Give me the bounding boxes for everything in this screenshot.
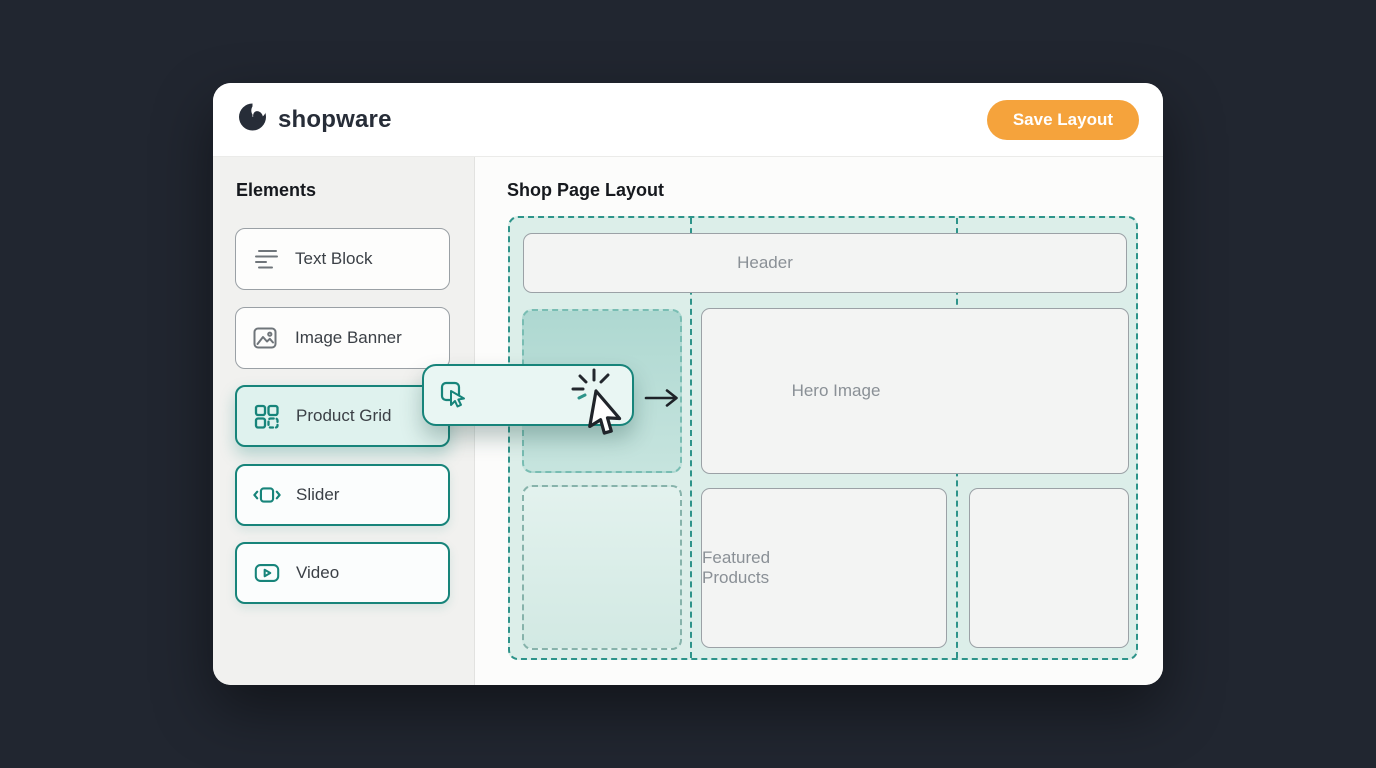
sidebar-title: Elements: [236, 180, 317, 200]
element-label: Video: [296, 563, 340, 582]
layout-cell-side-box[interactable]: [969, 488, 1129, 648]
layout-cell-header[interactable]: Header: [523, 233, 1127, 293]
topbar: shopware Save Layout: [213, 83, 1163, 157]
slider-icon: [253, 482, 281, 508]
brand-wordmark: shopware: [278, 105, 392, 133]
element-label: Product Grid: [296, 406, 392, 425]
layout-cell-hero-image[interactable]: Hero Image: [701, 308, 1129, 474]
element-label: Text Block: [295, 249, 373, 268]
click-element-icon: [440, 381, 468, 408]
cell-label: Header: [737, 253, 793, 272]
mouse-cursor-icon: [570, 367, 644, 452]
right-arrow-icon: [643, 386, 681, 415]
cell-label: Featured Products: [702, 548, 771, 587]
grid-icon: [253, 403, 281, 429]
element-card-product-grid[interactable]: Product Grid: [235, 385, 450, 447]
shopware-logo: shopware: [237, 101, 392, 138]
element-card-text-block[interactable]: Text Block: [235, 228, 450, 290]
cell-label: Hero Image: [791, 381, 881, 400]
element-label: Slider: [296, 485, 340, 504]
layout-cell-featured-products[interactable]: Featured Products: [701, 488, 947, 648]
canvas-title: Shop Page Layout: [507, 180, 665, 200]
element-label: Image Banner: [295, 328, 402, 347]
builder-window: shopware Save Layout Elements Text Block: [213, 83, 1163, 685]
element-card-video[interactable]: Video: [235, 542, 450, 604]
text-lines-icon: [252, 246, 280, 272]
save-layout-button[interactable]: Save Layout: [986, 99, 1139, 140]
element-card-slider[interactable]: Slider: [235, 464, 450, 526]
shopware-logo-icon: [237, 101, 269, 138]
grid-divider-line: [690, 218, 692, 658]
element-card-image-banner[interactable]: Image Banner: [235, 307, 450, 369]
empty-slot-cell[interactable]: [522, 485, 682, 650]
video-icon: [253, 560, 281, 586]
image-icon: [252, 325, 280, 351]
shop-page-layout-canvas[interactable]: Header Hero Image Featured Products: [508, 216, 1138, 660]
